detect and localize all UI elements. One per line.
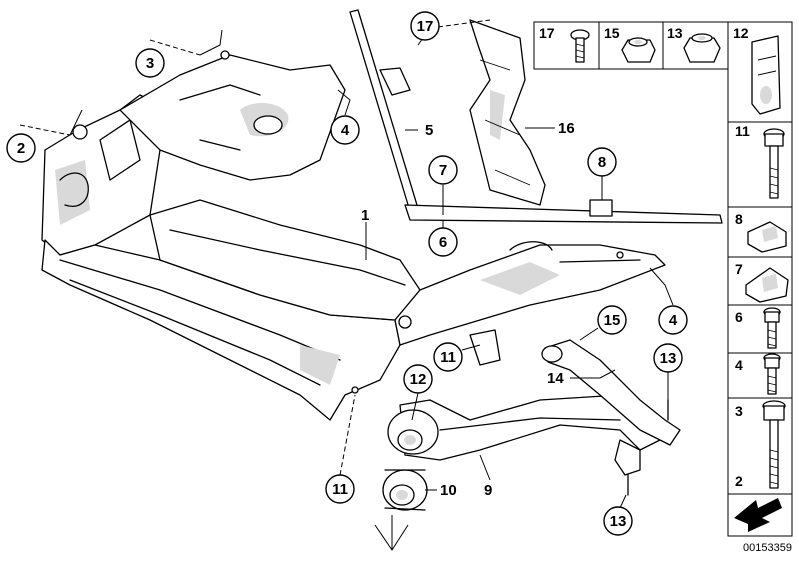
part-label-12: 12 — [733, 25, 749, 41]
part-7-clip-nut — [745, 267, 789, 303]
callout-3 — [135, 48, 165, 78]
callout-2 — [6, 133, 36, 163]
callout-15-label: 15 — [604, 312, 621, 329]
callout-6-label: 6 — [439, 234, 447, 251]
part-11-bolt — [763, 128, 785, 199]
callout-12-label: 12 — [410, 371, 427, 388]
part-label-15: 15 — [604, 25, 620, 41]
callout-13b — [603, 506, 633, 536]
callout-11a-label: 11 — [440, 349, 456, 366]
strut-brace — [349, 9, 723, 224]
part-3-bolt — [762, 400, 786, 489]
callout-8 — [587, 147, 617, 177]
bushing — [382, 469, 428, 511]
callout-13b-label: 13 — [610, 513, 627, 530]
part-6-bolt — [763, 307, 781, 349]
callout-10-label: 10 — [440, 482, 457, 499]
callout-4a — [330, 115, 360, 145]
callout-13a — [653, 343, 683, 373]
part-17-screw — [570, 29, 590, 63]
callout-13a-label: 13 — [660, 350, 677, 367]
parts-panel: 17 15 13 12 — [533, 21, 793, 554]
callout-4a-label: 4 — [341, 122, 350, 139]
callout-8-label: 8 — [598, 154, 606, 171]
front-axle-subframe — [41, 50, 666, 421]
callout-4b-label: 4 — [669, 312, 678, 329]
part-label-6: 6 — [735, 309, 743, 325]
part-15-nut — [621, 37, 656, 63]
document-number: 00153359 — [743, 542, 792, 554]
heat-shield — [469, 19, 546, 206]
callout-11a — [433, 342, 463, 372]
part-box-11 — [727, 121, 793, 208]
control-arm — [387, 394, 661, 496]
callout-14-label: 14 — [547, 370, 564, 387]
part-box-4 — [727, 352, 793, 399]
part-label-4: 4 — [735, 357, 743, 373]
part-box-3-2 — [727, 397, 793, 495]
callout-11b — [325, 474, 355, 504]
callout-4b — [658, 305, 688, 335]
callout-3-label: 3 — [146, 55, 154, 72]
callout-5-label: 5 — [425, 122, 433, 139]
part-label-7: 7 — [735, 261, 743, 277]
part-box-17 — [533, 21, 600, 70]
callout-6 — [428, 227, 458, 257]
callout-7-label: 7 — [439, 162, 447, 179]
tension-strut — [541, 339, 681, 446]
part-4-bolt — [763, 353, 781, 395]
part-label-13: 13 — [667, 25, 683, 41]
part-label-8: 8 — [735, 211, 743, 227]
part-label-3: 3 — [735, 403, 743, 419]
part-8-clip-nut — [747, 221, 787, 253]
callout-16-label: 16 — [558, 120, 575, 137]
callouts: 17 3 2 4 5 16 7 8 6 1 — [6, 11, 688, 551]
part-13-nut — [683, 33, 721, 63]
part-label-17: 17 — [539, 25, 555, 41]
callout-15 — [597, 305, 627, 335]
direction-arrow-icon — [734, 498, 782, 532]
part-label-11: 11 — [735, 123, 750, 139]
callout-11b-label: 11 — [332, 481, 348, 498]
callout-12 — [403, 364, 433, 394]
callout-2-label: 2 — [17, 140, 25, 157]
callout-7 — [428, 155, 458, 185]
callout-17-label: 17 — [417, 18, 434, 35]
callout-1-label: 1 — [361, 207, 369, 224]
callout-17 — [410, 11, 440, 41]
part-label-2: 2 — [735, 473, 743, 489]
part-12-bracket — [751, 35, 781, 115]
callout-9-label: 9 — [484, 482, 492, 499]
